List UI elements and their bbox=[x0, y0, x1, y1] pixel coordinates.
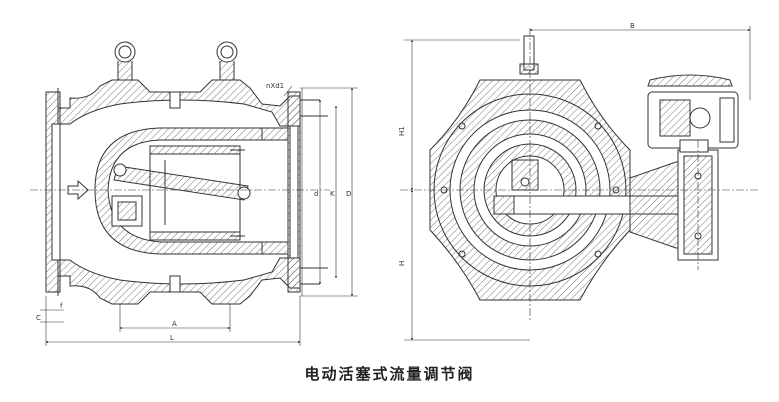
drive-shaft bbox=[111, 195, 143, 227]
dim-D-label: D bbox=[346, 190, 351, 198]
bolt-spec-label: nXd1 bbox=[266, 82, 284, 90]
dim-d-label: d bbox=[314, 190, 318, 198]
crank-arm bbox=[113, 165, 249, 201]
right-section-view bbox=[400, 26, 760, 341]
right-view-labels: B H1 H bbox=[398, 22, 635, 266]
dim-B-label: B bbox=[630, 22, 635, 30]
shaft-housing bbox=[629, 161, 685, 249]
left-section-view bbox=[30, 41, 358, 346]
dim-c-label: C bbox=[36, 314, 41, 322]
seat-ring-upper bbox=[261, 127, 289, 141]
dim-L-label: L bbox=[170, 334, 174, 342]
left-view-labels: nXd1 d K D A L f C bbox=[36, 82, 351, 342]
seat-ring-lower bbox=[261, 241, 289, 255]
valve-body-upper bbox=[57, 79, 301, 127]
lifting-eye-left bbox=[114, 41, 136, 81]
handwheel bbox=[647, 74, 733, 87]
dim-A-label: A bbox=[172, 320, 177, 328]
dim-f-label: f bbox=[60, 302, 63, 310]
valve-body-lower bbox=[57, 257, 301, 305]
dim-H-label: H bbox=[398, 261, 406, 266]
dim-k-label: K bbox=[330, 190, 335, 198]
dim-H1-label: H1 bbox=[398, 126, 406, 136]
figure-caption: 电动活塞式流量调节阀 bbox=[304, 365, 475, 383]
lifting-eye-right bbox=[216, 41, 238, 81]
